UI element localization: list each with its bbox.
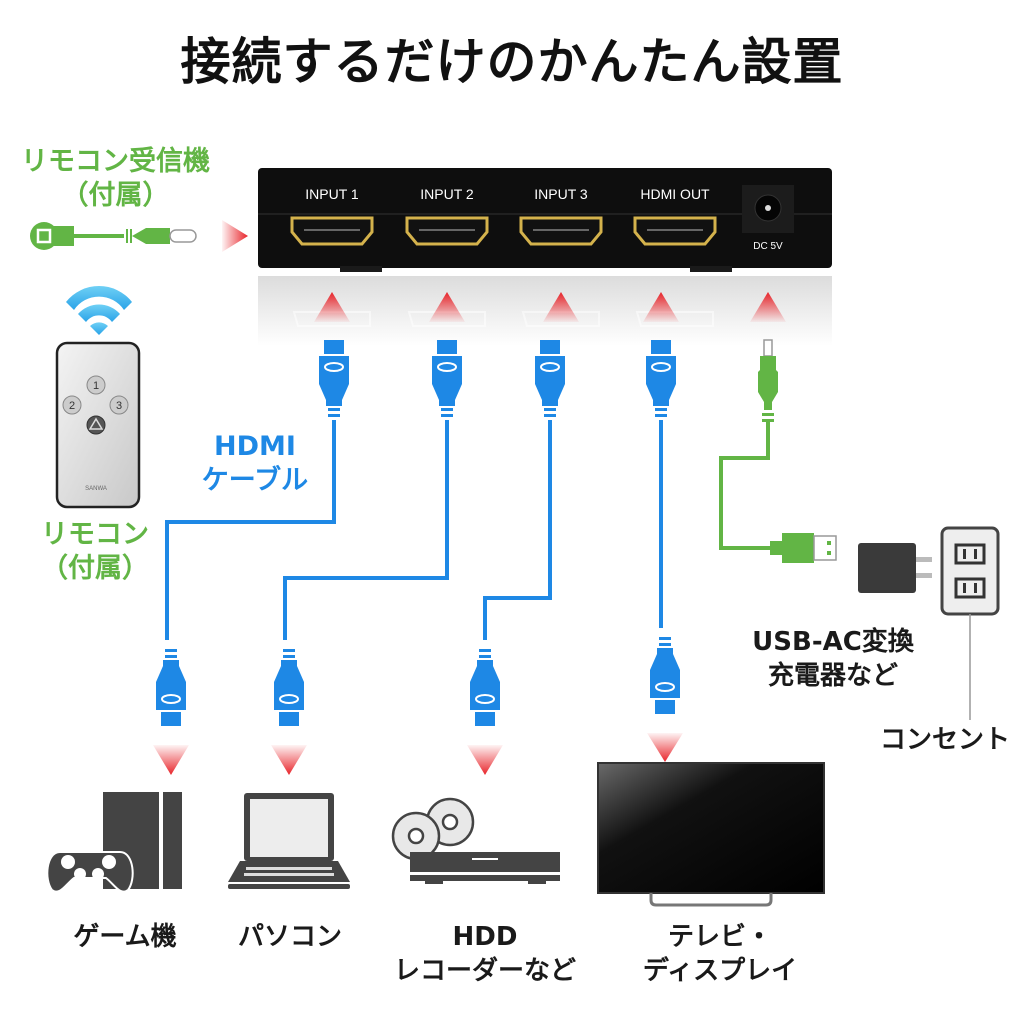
remote-label-line1: リモコン (41, 519, 149, 550)
ir-receiver-icon (30, 222, 197, 250)
remote-label-line2: （付属） (41, 553, 149, 584)
hdmi-plug-icon (534, 339, 566, 418)
device-label-pc-line1: パソコン (237, 922, 342, 952)
port-input-1 (290, 216, 374, 246)
power-port-label: DC 5V (753, 241, 783, 252)
dc-jack-icon (765, 205, 771, 211)
remote-brand: SANWA (85, 486, 107, 492)
hdmi-plug-icon (273, 648, 305, 727)
hdmi-cable-3 (483, 420, 552, 640)
charger-label-line1: USB-AC変換 (752, 627, 914, 657)
device-label-hdd-line2: レコーダーなど (393, 956, 576, 986)
hdmi-plug-icon (469, 648, 501, 727)
arrow-up (750, 292, 786, 322)
device-label-tv: テレビ・ ディスプレイ (620, 920, 820, 988)
hdmi-plug-icon (155, 648, 187, 727)
arrow-up (429, 292, 465, 322)
hdmi-plug-icon (649, 636, 681, 715)
tv-icon (597, 762, 825, 907)
port-input-2 (405, 216, 489, 246)
wifi-signal-icon (66, 285, 132, 335)
device-label-hdd: HDD レコーダーなど (380, 920, 590, 988)
remote-button-2[interactable] (62, 395, 82, 415)
arrow-up (543, 292, 579, 322)
remote-button-3[interactable] (109, 395, 129, 415)
remote-label: リモコン （付属） (20, 518, 170, 586)
port-label-input-1: INPUT 1 (305, 186, 359, 202)
hdmi-cable-1 (165, 420, 336, 640)
hdmi-cable-label-line2: ケーブル (201, 465, 309, 496)
arrow-up (643, 292, 679, 322)
arrow-down (271, 745, 307, 775)
port-label-input-3: INPUT 3 (534, 186, 588, 202)
hdmi-cable-label-line1: HDMI (214, 431, 296, 462)
remote-control: 1 2 3 SANWA (55, 341, 141, 509)
device-label-hdd-line1: HDD (452, 922, 518, 952)
hdmi-cable-label: HDMI ケーブル (190, 430, 320, 498)
port-input-3 (519, 216, 603, 246)
outlet-label: コンセント (879, 725, 1010, 755)
hdmi-plug-icon (318, 339, 350, 418)
outlet-icon (940, 526, 1000, 720)
hdd-recorder-icon (391, 797, 560, 884)
remote-button-2-label: 2 (69, 400, 75, 412)
charger-label-line2: 充電器など (767, 661, 898, 691)
ac-adapter-icon (858, 543, 932, 593)
receiver-label-line2: （付属） (61, 180, 170, 211)
hdmi-plug-icon (431, 339, 463, 418)
arrow-up (314, 292, 350, 322)
receiver-label-line1: リモコン受信機 (21, 146, 210, 177)
arrow-down (153, 745, 189, 775)
arrow-down (467, 745, 503, 775)
arrow-right (222, 220, 248, 252)
game-console-icon (46, 792, 182, 893)
remote-button-1[interactable] (86, 375, 106, 395)
device-label-game: ゲーム機 (50, 920, 200, 954)
charger-label: USB-AC変換 充電器など (728, 625, 938, 693)
page-title: 接続するだけのかんたん設置 (180, 32, 844, 91)
device-label-pc: パソコン (215, 920, 365, 954)
hdmi-plug-icon (645, 339, 677, 418)
hdmi-switcher (258, 168, 832, 346)
usb-power-cable (719, 339, 837, 563)
port-label-input-2: INPUT 2 (420, 186, 474, 202)
port-hdmi-out (633, 216, 717, 246)
remote-button-3-label: 3 (116, 400, 122, 412)
laptop-icon (228, 793, 350, 889)
remote-button-1-label: 1 (93, 380, 99, 392)
receiver-label: リモコン受信機 （付属） (8, 145, 223, 213)
port-label-hdmi-out: HDMI OUT (640, 186, 710, 202)
hdmi-cable-2 (283, 420, 449, 640)
device-label-game-line1: ゲーム機 (73, 922, 177, 952)
arrow-down (647, 733, 683, 762)
device-label-tv-line1: テレビ・ (667, 922, 772, 952)
triangle-icon (88, 417, 104, 430)
device-label-tv-line2: ディスプレイ (642, 956, 798, 986)
